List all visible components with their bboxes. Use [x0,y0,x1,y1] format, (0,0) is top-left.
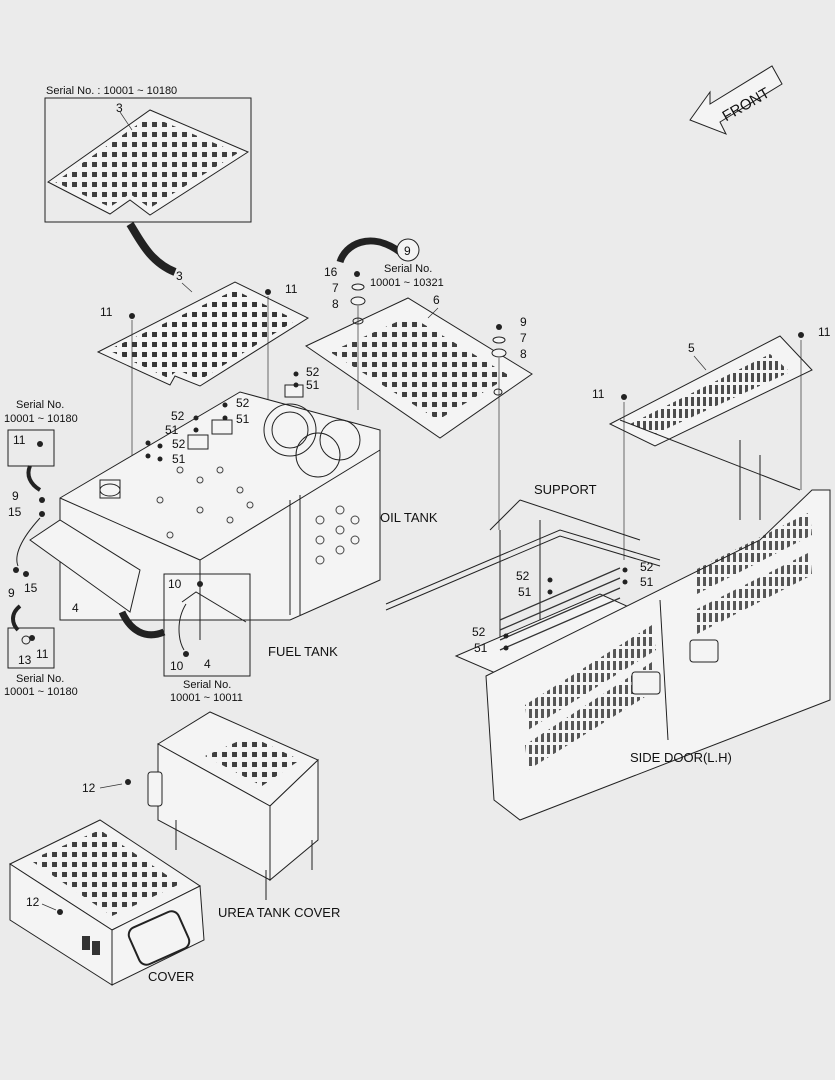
inset-top-box: Serial No. : 10001 ~ 10180 3 [44,85,252,223]
fuel-inset-part-a: 10 [168,577,182,591]
callout-52g: 52 [472,625,486,639]
support-frame: SUPPORT [385,419,801,676]
label-support: SUPPORT [534,482,597,497]
label-urea-tank-cover: UREA TANK COVER [218,905,340,920]
callout-12a: 12 [82,781,96,795]
callout-8a: 8 [332,297,339,311]
callout-11d: 11 [592,387,605,401]
label-cover: COVER [148,969,194,984]
support-callouts: 52 51 52 51 52 51 [472,560,654,655]
callout-51a: 51 [306,378,320,392]
fuel-inset-part-c: 4 [204,657,211,671]
step-plate-3: 3 11 11 [96,269,310,500]
balloon-number: 9 [404,244,411,258]
callout-52b: 52 [236,396,250,410]
cover: 12 COVER [8,819,205,986]
callout-51e: 51 [518,585,532,599]
front-arrow: FRONT [689,65,783,135]
balloon-serial-1: Serial No. [384,263,432,275]
cover-plate-6: 16 7 8 6 9 7 8 [304,265,533,530]
callout-51d: 51 [172,452,186,466]
callout-52f: 52 [640,560,654,574]
tank-callouts: 52 51 52 51 52 51 52 51 [145,365,320,466]
callout-9b: 9 [12,489,19,503]
callout-8b: 8 [520,347,527,361]
fuel-inset-part-b: 10 [170,659,184,673]
urea-tank-cover: 12 UREA TANK COVER [82,711,340,920]
callout-51b: 51 [236,412,250,426]
callout-51g: 51 [474,641,488,655]
fuel-inset-serial-2: 10001 ~ 10011 [170,692,243,704]
callout-5: 5 [688,341,695,355]
detail-balloon-9: 9 Serial No. 10001 ~ 10321 [336,237,444,289]
callout-6: 6 [433,293,440,307]
callout-52d: 52 [172,437,186,451]
callout-51f: 51 [640,575,654,589]
callout-15a: 15 [8,505,22,519]
callout-51c: 51 [165,423,179,437]
callout-15b: 15 [24,581,38,595]
callout-9c: 9 [8,586,15,600]
inset-top-part-number: 3 [116,101,123,115]
left-inset-bottom-serial-1: Serial No. [16,673,64,685]
left-inset-bottom: 13 11 Serial No. 10001 ~ 10180 [4,627,78,698]
left-inset-top-serial-1: Serial No. [16,399,64,411]
callout-11b: 11 [285,282,298,296]
left-inset-top-part: 11 [13,433,26,447]
inset-leader-arrow [126,221,177,276]
left-inset-bottom-serial-2: 10001 ~ 10180 [4,686,78,698]
callout-7a: 7 [332,281,339,295]
callout-12b: 12 [26,895,40,909]
callout-3: 3 [176,269,183,283]
left-inset-bottom-part-a: 13 [18,653,32,667]
fuel-inset-serial-1: Serial No. [183,679,231,691]
callout-52c: 52 [171,409,185,423]
vent-cover-5: 5 11 11 [592,325,831,560]
left-inset-top: Serial No. 10001 ~ 10180 11 [4,399,78,467]
callout-52e: 52 [516,569,530,583]
fuel-tank-cover-4: 9 15 9 15 4 [8,489,141,615]
callout-4: 4 [72,601,79,615]
callout-11c: 11 [818,325,831,339]
label-oil-tank: OIL TANK [380,510,438,525]
callout-16: 16 [324,265,338,279]
label-fuel-tank: FUEL TANK [268,644,338,659]
callout-11a: 11 [100,305,113,319]
label-side-door: SIDE DOOR(L.H) [630,750,732,765]
callout-52a: 52 [306,365,320,379]
callout-9a: 9 [520,315,527,329]
balloon-serial-2: 10001 ~ 10321 [370,277,444,289]
inset-top-serial: Serial No. : 10001 ~ 10180 [46,85,177,97]
tank-assembly: OIL TANK [59,384,438,640]
left-inset-bottom-part-b: 11 [36,647,49,661]
fuel-inset: 10 10 4 Serial No. 10001 ~ 10011 [163,573,251,704]
left-inset-top-serial-2: 10001 ~ 10180 [4,413,78,425]
callout-7b: 7 [520,331,527,345]
side-door-lh: SIDE DOOR(L.H) [485,489,831,821]
